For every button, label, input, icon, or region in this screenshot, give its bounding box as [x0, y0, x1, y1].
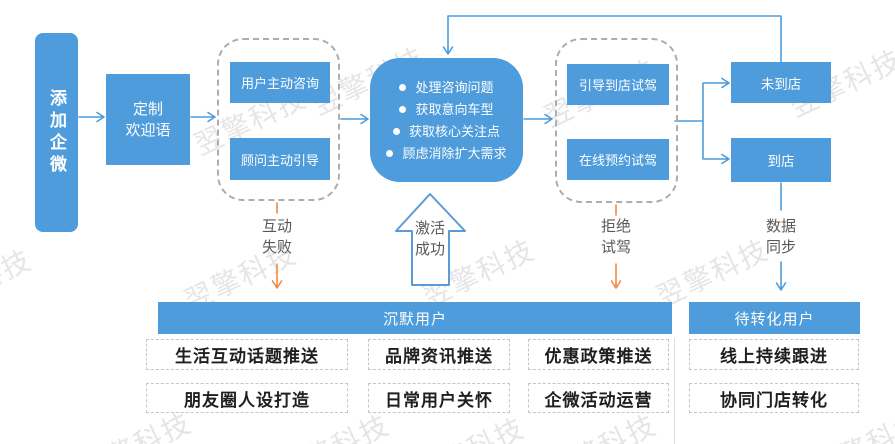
- arrow-core-to-testdrive: [523, 113, 553, 125]
- item-life-topic-push: 生活互动话题推送: [146, 339, 348, 370]
- feedback-line-notarrived-to-core: [442, 15, 782, 63]
- refuse-testdrive-label: 拒绝 试驾: [585, 216, 647, 258]
- bullet-item: 获取意向车型: [399, 101, 494, 117]
- add-qiwei-box: 添加企微: [35, 33, 78, 232]
- advisor-guide-box: 顾问主动引导: [230, 138, 330, 180]
- branch-testdrive-to-outcomes: [674, 77, 730, 165]
- welcome-line-2: 欢迎语: [125, 121, 171, 139]
- item-brand-news-push: 品牌资讯推送: [368, 339, 510, 370]
- testdrive-group: 引导到店试驾 在线预约试驾: [555, 38, 678, 203]
- online-booking-box: 在线预约试驾: [567, 139, 669, 180]
- item-daily-user-care: 日常用户关怀: [368, 383, 510, 413]
- activate-success-label: 激活 成功: [399, 218, 461, 260]
- item-discount-policy-push: 优惠政策推送: [528, 339, 669, 370]
- arrow-start-to-welcome: [78, 111, 105, 123]
- arrow-entry-to-core: [340, 113, 369, 125]
- bullet-item: 顾虑消除扩大需求: [386, 145, 507, 161]
- bullet-item: 处理咨询问题: [399, 79, 494, 95]
- welcome-message-box: 定制 欢迎语: [106, 74, 190, 165]
- arrived-box: 到店: [731, 138, 831, 182]
- bullet-dot-icon: [392, 127, 400, 135]
- interaction-fail-line1: 互动: [261, 218, 292, 235]
- bullet-text: 获取意向车型: [415, 101, 494, 117]
- core-process-box: 处理咨询问题 获取意向车型 获取核心关注点 顾虑消除扩大需求: [370, 58, 523, 182]
- refuse-testdrive-line: [610, 204, 622, 289]
- interaction-fail-label: 互动 失败: [246, 216, 308, 258]
- user-inquiry-box: 用户主动咨询: [230, 62, 330, 103]
- item-store-conversion: 协同门店转化: [689, 383, 859, 413]
- welcome-line-1: 定制: [132, 100, 163, 118]
- bullet-item: 获取核心关注点: [392, 123, 500, 139]
- bullet-text: 获取核心关注点: [408, 123, 500, 139]
- activate-success-line2: 成功: [414, 241, 445, 258]
- interaction-fail-line2: 失败: [261, 239, 292, 256]
- refuse-testdrive-line1: 拒绝: [600, 218, 631, 235]
- entry-group: 用户主动咨询 顾问主动引导: [217, 38, 340, 201]
- data-sync-line1: 数据: [765, 218, 796, 235]
- bullet-text: 顾虑消除扩大需求: [402, 145, 507, 161]
- item-moments-persona: 朋友圈人设打造: [146, 383, 348, 413]
- pending-user-header: 待转化用户: [689, 302, 860, 334]
- data-sync-label: 数据 同步: [750, 216, 812, 258]
- bullet-dot-icon: [399, 83, 407, 91]
- activate-success-line1: 激活: [414, 220, 445, 237]
- data-sync-line2: 同步: [765, 239, 796, 256]
- item-qiwei-activity: 企微活动运营: [528, 383, 669, 413]
- silent-user-header: 沉默用户: [158, 302, 672, 334]
- interaction-fail-line: [271, 202, 283, 289]
- group-divider-line: [674, 338, 675, 444]
- bullet-dot-icon: [386, 149, 394, 157]
- refuse-testdrive-line2: 试驾: [600, 239, 631, 256]
- item-online-followup: 线上持续跟进: [689, 339, 859, 370]
- not-arrived-box: 未到店: [731, 62, 831, 103]
- data-sync-line: [775, 182, 787, 291]
- store-testdrive-box: 引导到店试驾: [567, 64, 669, 105]
- arrow-welcome-to-entry: [190, 111, 216, 123]
- bullet-text: 处理咨询问题: [415, 79, 494, 95]
- activate-success-arrow: [395, 193, 466, 286]
- bullet-dot-icon: [399, 105, 407, 113]
